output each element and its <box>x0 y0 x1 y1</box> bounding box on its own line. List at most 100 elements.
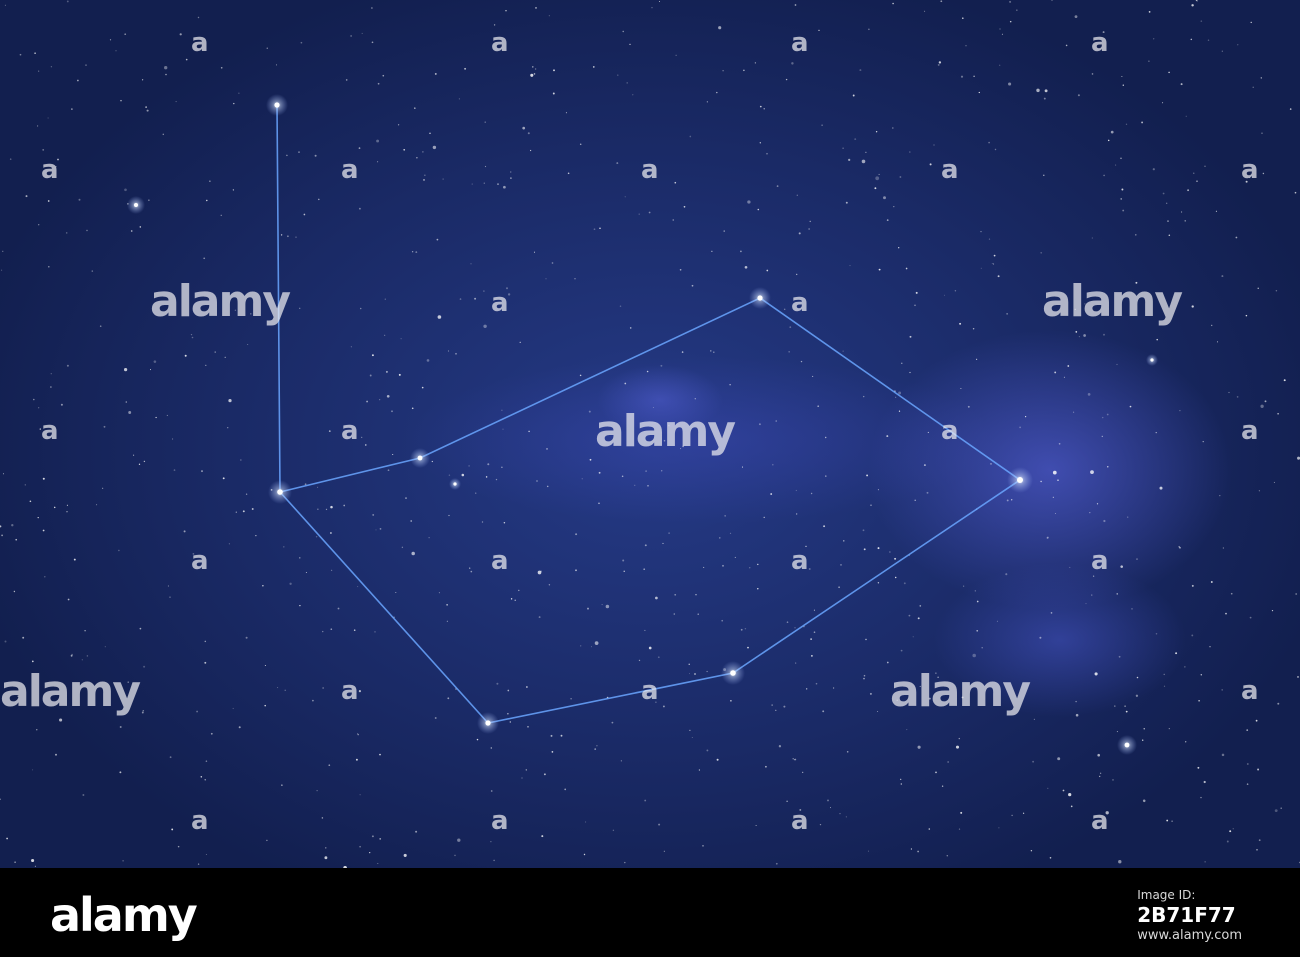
background-star <box>673 613 676 615</box>
background-star <box>1039 636 1042 639</box>
background-star <box>387 469 390 472</box>
background-star <box>286 154 288 157</box>
background-star <box>862 529 865 532</box>
background-star <box>594 748 597 750</box>
background-star <box>1118 655 1121 658</box>
background-star <box>1067 365 1070 367</box>
background-star <box>245 493 248 495</box>
background-star <box>82 794 85 796</box>
background-star <box>754 62 757 64</box>
watermark-letter: a <box>41 155 59 185</box>
background-star <box>965 45 967 47</box>
background-star <box>624 382 627 385</box>
background-star <box>1091 594 1093 596</box>
background-star <box>398 373 401 376</box>
background-star <box>29 500 32 503</box>
background-star <box>681 351 684 353</box>
background-star <box>104 646 106 648</box>
background-star <box>337 607 340 610</box>
background-star <box>551 751 554 753</box>
background-star <box>757 563 759 566</box>
background-star <box>371 41 374 44</box>
background-star <box>142 709 145 712</box>
background-star <box>845 201 848 204</box>
background-star <box>1078 336 1080 338</box>
background-star <box>689 135 692 138</box>
background-star <box>1063 376 1065 378</box>
background-star <box>747 200 751 204</box>
background-star <box>843 540 845 542</box>
background-star <box>102 487 104 489</box>
background-star <box>483 324 487 329</box>
background-star <box>596 744 598 747</box>
background-star <box>795 662 797 664</box>
background-star <box>1273 481 1275 483</box>
background-star <box>227 427 229 429</box>
background-star <box>384 334 386 336</box>
watermark-letter: a <box>941 155 959 185</box>
watermark-letter: a <box>791 806 809 836</box>
background-star <box>204 661 207 664</box>
background-star <box>497 183 499 185</box>
background-star <box>796 273 798 276</box>
background-star <box>900 778 902 780</box>
background-star <box>721 619 724 622</box>
background-star <box>4 640 7 643</box>
background-star <box>548 584 551 586</box>
background-stars <box>0 0 1300 868</box>
background-star <box>55 166 57 168</box>
background-star <box>1249 177 1251 179</box>
background-star <box>744 627 747 630</box>
background-star <box>146 109 149 112</box>
background-star <box>1163 673 1165 676</box>
background-star <box>446 620 448 622</box>
background-star <box>1230 592 1233 595</box>
background-star <box>1073 411 1075 413</box>
background-star <box>1237 44 1239 46</box>
background-star <box>1047 787 1049 790</box>
background-star <box>1052 496 1054 498</box>
background-star <box>791 62 794 65</box>
background-star <box>859 69 862 72</box>
background-star <box>865 151 867 153</box>
background-star <box>912 636 914 638</box>
watermark-letter: a <box>341 416 359 446</box>
background-star <box>759 105 762 108</box>
background-star <box>358 207 361 210</box>
background-star <box>822 710 825 713</box>
background-star <box>898 410 901 412</box>
background-star <box>827 799 829 802</box>
background-star <box>242 510 245 513</box>
background-star <box>228 398 232 403</box>
background-star <box>1246 783 1249 785</box>
background-star <box>60 403 63 406</box>
background-star <box>38 70 40 72</box>
background-star <box>66 0 69 3</box>
background-star <box>372 513 375 516</box>
background-star <box>933 144 935 146</box>
watermark-letter: a <box>1091 546 1109 576</box>
background-star <box>765 765 767 768</box>
background-star <box>1226 840 1229 843</box>
background-star <box>506 287 508 290</box>
background-star <box>1262 172 1265 175</box>
background-star <box>171 828 174 831</box>
background-star <box>1030 850 1033 852</box>
background-star <box>550 734 553 737</box>
background-star <box>162 133 165 136</box>
background-star <box>1135 694 1139 697</box>
background-star <box>36 729 38 731</box>
background-star <box>682 445 684 448</box>
watermark-letter: a <box>191 546 209 576</box>
background-star <box>997 275 1000 278</box>
background-star <box>710 350 712 352</box>
background-star <box>459 298 462 300</box>
background-star <box>866 474 869 477</box>
background-star <box>405 497 407 499</box>
background-star <box>232 707 234 710</box>
background-star <box>718 26 722 30</box>
background-star <box>1184 220 1186 222</box>
constellation-lines <box>276 104 1022 724</box>
background-star <box>484 121 486 123</box>
background-star <box>384 298 386 300</box>
